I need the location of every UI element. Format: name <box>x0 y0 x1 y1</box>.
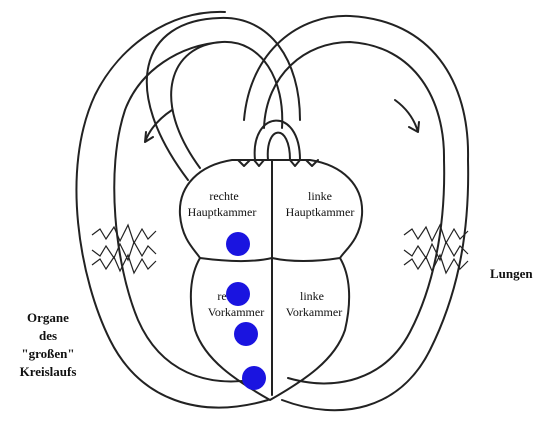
organs-label-3: "großen" <box>21 346 74 361</box>
arrow-left <box>145 110 172 142</box>
blue-marker <box>226 232 250 256</box>
blue-marker <box>226 282 250 306</box>
organs-label-1: Organe <box>27 310 69 325</box>
right-fore-chamber-label-2: Vorkammer <box>208 305 264 319</box>
lungs-label: Lungen <box>490 266 533 281</box>
organs-label-4: Kreislaufs <box>20 364 77 379</box>
vessel-crossing <box>255 121 300 160</box>
right-main-chamber-label-2: Hauptkammer <box>188 205 257 219</box>
blue-marker <box>242 366 266 390</box>
left-fore-chamber-label-1: linke <box>300 289 324 303</box>
systemic-capillaries <box>92 225 156 273</box>
left-fore-chamber-label-2: Vorkammer <box>286 305 342 319</box>
organs-label-2: des <box>39 328 57 343</box>
left-main-chamber-label-2: Hauptkammer <box>286 205 355 219</box>
left-main-chamber-label-1: linke <box>308 189 332 203</box>
pulmonary-loop-outer <box>244 16 468 410</box>
right-main-chamber-label-1: rechte <box>209 189 238 203</box>
blue-marker <box>234 322 258 346</box>
arrow-right <box>395 100 419 132</box>
valve-line <box>200 258 340 261</box>
pulmonary-capillaries <box>404 225 468 273</box>
